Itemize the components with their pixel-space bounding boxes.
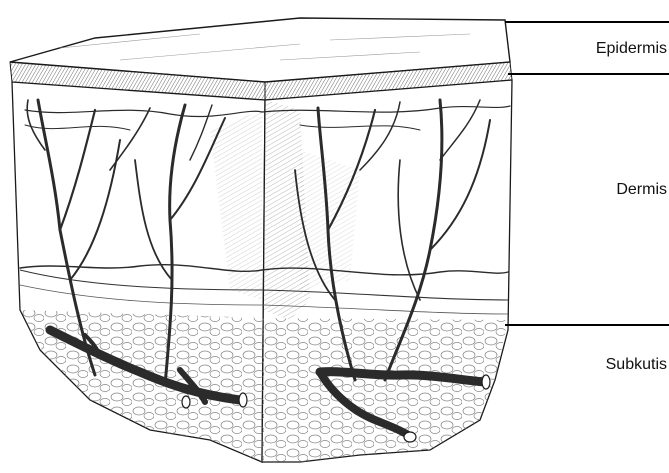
layer-markers <box>505 22 669 325</box>
epidermis-label: Epidermis <box>596 40 667 58</box>
dermis-label: Dermis <box>616 181 667 199</box>
subkutis-label: Subkutis <box>606 356 667 374</box>
